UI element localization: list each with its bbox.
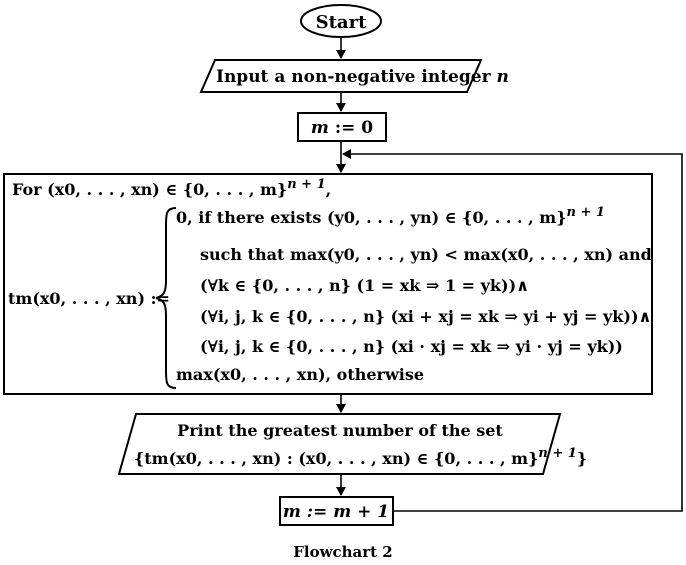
definition-lhs: tm(x0, . . . , xn) := <box>8 289 170 308</box>
caption: Flowchart 2 <box>293 543 393 561</box>
init-node <box>297 112 387 142</box>
input-node <box>199 59 483 93</box>
case-brace <box>155 207 177 389</box>
print-node <box>117 413 562 475</box>
case1-line: 0, if there exists (y0, . . . , yn) ∈ {0… <box>176 205 605 227</box>
print-line1: Print the greatest number of the set <box>177 421 503 440</box>
condition-sum: (∀i, j, k ∈ {0, . . . , n} (xi + xj = xk… <box>200 307 652 326</box>
process-node <box>3 173 653 395</box>
for-line: For (x0, . . . , xn) ∈ {0, . . . , m}n +… <box>12 177 331 199</box>
print-line2: {tm(x0, . . . , xn) : (x0, . . . , xn) ∈… <box>134 446 587 468</box>
increment-node <box>279 496 394 526</box>
condition-product: (∀i, j, k ∈ {0, . . . , n} (xi · xj = xk… <box>200 337 623 356</box>
init-label: m := 0 <box>311 118 373 138</box>
input-label: Input a non-negative integer n <box>216 67 509 87</box>
loop-back-arrow <box>342 149 683 512</box>
case2-line: max(x0, . . . , xn), otherwise <box>176 365 424 384</box>
condition-max: such that max(y0, . . . , yn) < max(x0, … <box>200 245 652 264</box>
condition-one: (∀k ∈ {0, . . . , n} (1 = xk ⇒ 1 = yk))∧ <box>200 276 529 295</box>
increment-label: m := m + 1 <box>283 502 389 522</box>
start-label: Start <box>316 12 367 33</box>
